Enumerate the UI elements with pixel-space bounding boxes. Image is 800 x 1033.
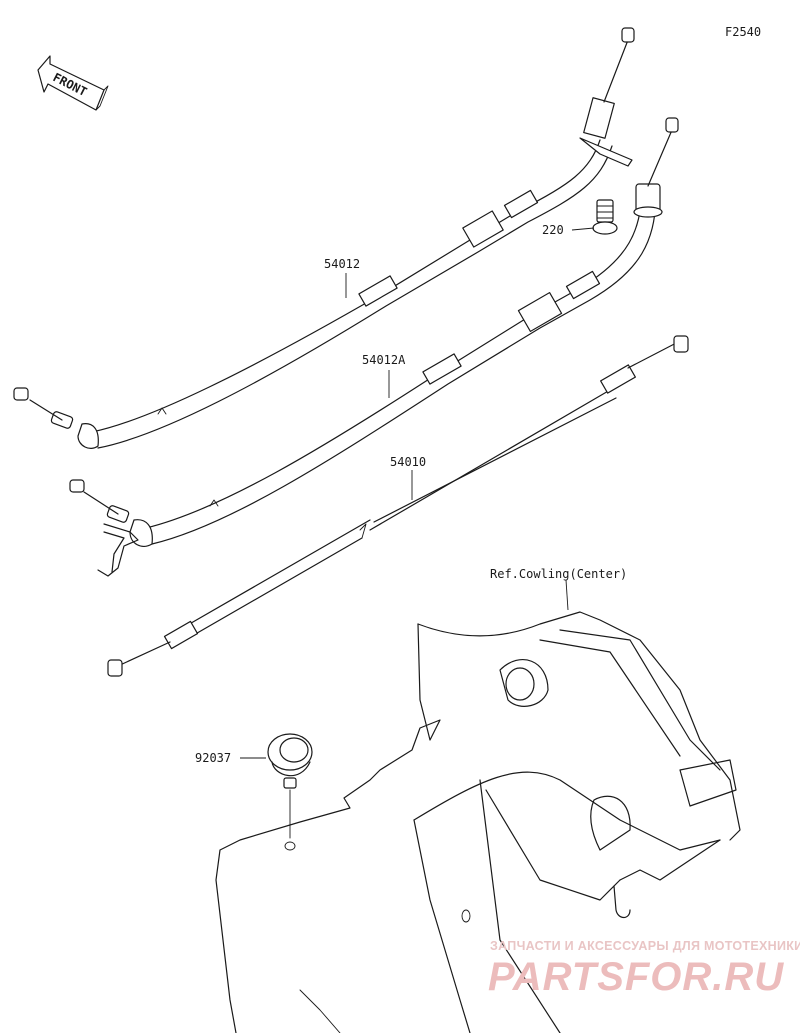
callout-54012A: 54012A [362,353,406,367]
cowling-center-reference [215,611,741,1033]
callout-92037: 92037 [195,751,231,765]
watermark-tagline: ЗАПЧАСТИ И АКСЕССУАРЫ ДЛЯ МОТОТЕХНИКИ [490,939,800,953]
callout-54012: 54012 [324,257,360,271]
front-arrow-icon: FRONT [37,55,109,111]
callout-220: 220 [542,223,564,237]
callout-leader-ref [565,579,569,611]
callout-ref-cowling: Ref.Cowling(Center) [490,567,627,581]
callout-54010: 54010 [390,455,426,469]
throttle-cable-54012A [69,117,679,577]
bolt-220 [592,199,618,235]
choke-cable-54010 [107,335,689,677]
clamp-92037 [267,733,313,851]
throttle-cable-54012 [13,27,635,449]
callout-leader-220 [571,227,595,231]
figure-code: F2540 [725,25,761,39]
watermark-brand: PARTSFOR.RU [488,955,784,999]
